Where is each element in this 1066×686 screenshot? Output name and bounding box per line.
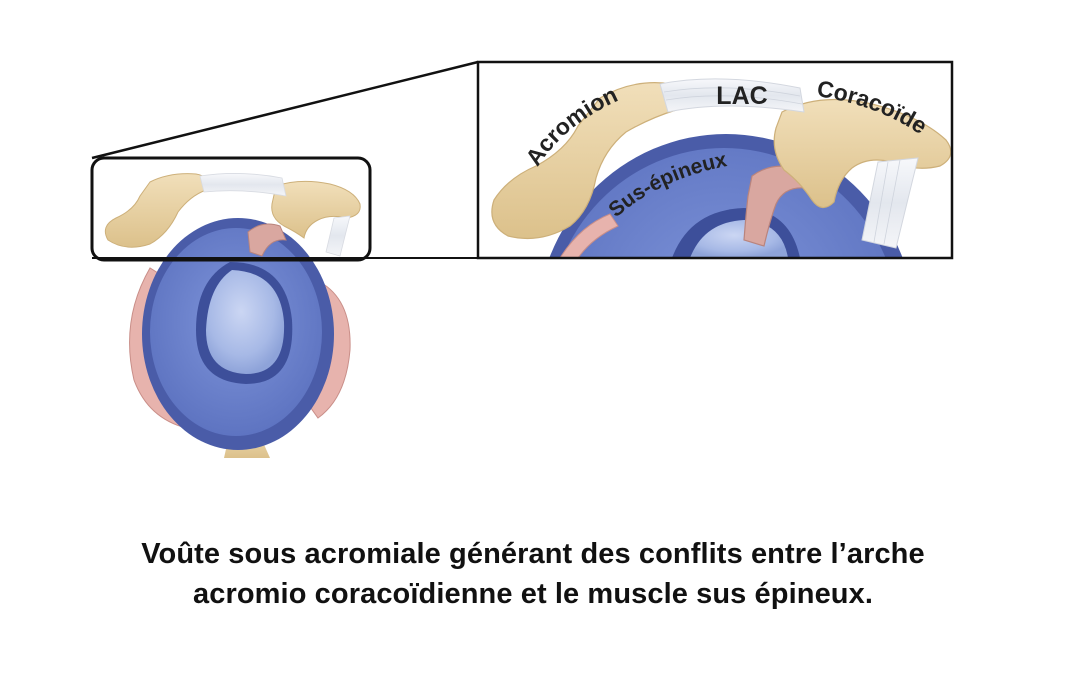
zoom-right-ligament [861,157,919,249]
zoom-labrum [559,213,619,258]
zoom-line-top [91,60,479,160]
acromion-small [104,173,208,248]
overview-highlight-box [90,156,372,262]
caption-line-1: Voûte sous acromiale générant des confli… [141,538,925,570]
supraspinatus-tendon-small [247,223,287,257]
overview-shoulder [104,173,361,458]
zoom-lac-ligament [659,78,805,113]
zoom-inset [478,62,952,258]
figure-caption: Voûte sous acromiale générant des confli… [0,534,1066,614]
coracoid-small [271,180,361,239]
glenoid-cartilage [206,270,285,374]
zoom-glenoid-fossa [562,148,886,258]
zoom-coracoid [773,98,952,209]
ligament-small [199,173,287,197]
caption-line-2: acromio coracoïdienne et le muscle sus é… [193,578,873,610]
zoom-lac-fibers [663,87,803,105]
ligament-right-small [325,215,351,257]
zoom-inset-frame [476,60,954,260]
label-lac: LAC [716,82,767,110]
